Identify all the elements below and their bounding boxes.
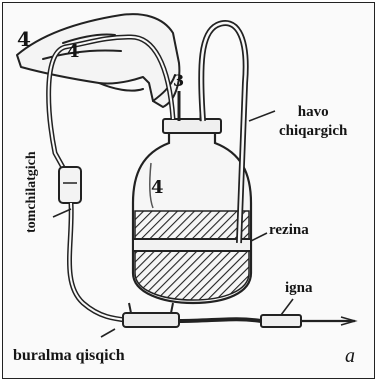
label-needle: igna [285,281,313,296]
dropper-chamber [59,167,81,203]
diagram-frame: 4 4 3 4 havo chiqargich rezina tomchilat… [2,2,375,379]
label-rubber: rezina [269,223,309,238]
label-air-vent: havo chiqargich [279,103,347,141]
marker-1: 4 [17,29,31,49]
needle [261,315,355,327]
marker-2: 4 [67,43,80,61]
twist-clamp [123,303,179,327]
hand-illustration [17,14,179,107]
liquid-fill [135,211,249,300]
rubber-band [133,239,251,251]
marker-3: 3 [173,73,184,89]
lower-tube [70,203,136,321]
label-dropper: tomchilatgich [25,151,39,233]
label-twist-clamp: buralma qisqich [13,348,125,364]
label-panel-letter: a [345,346,355,366]
infusion-diagram [3,3,374,378]
bottle-stopper [163,119,221,133]
marker-4: 4 [151,179,164,197]
needle-tube [179,319,261,321]
